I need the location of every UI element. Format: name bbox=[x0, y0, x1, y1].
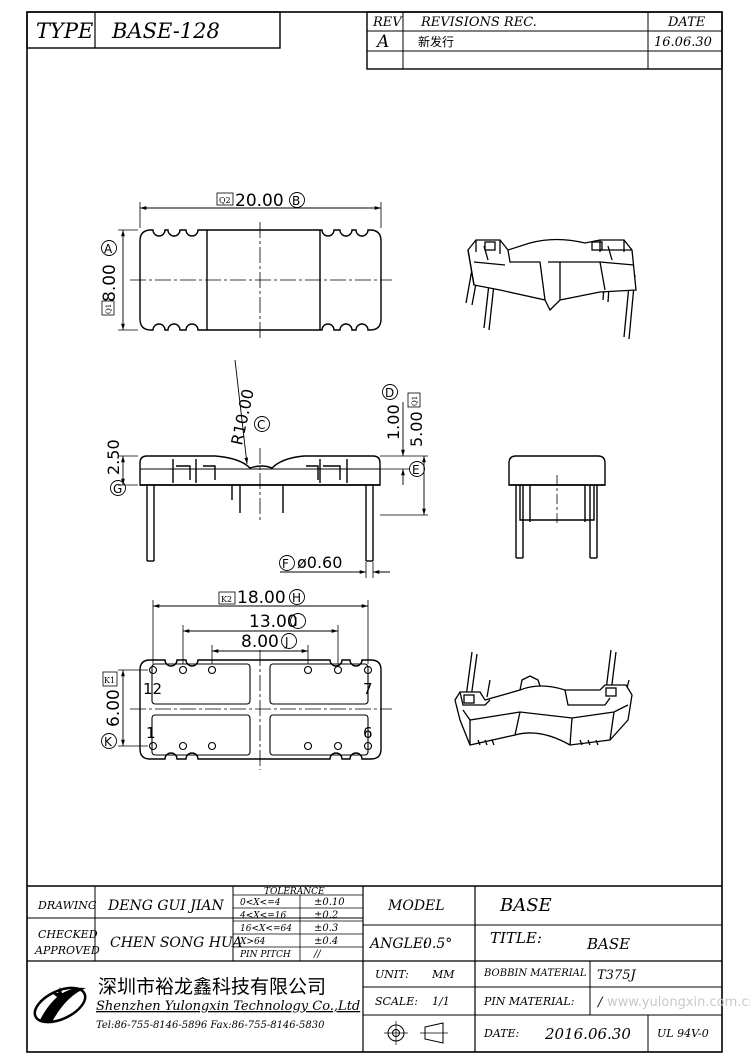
pin-material-value: / bbox=[596, 995, 604, 1010]
e-ref: E bbox=[412, 463, 420, 477]
depth-ref: D bbox=[385, 386, 394, 400]
pin-label-12: 12 bbox=[143, 680, 162, 698]
scale-value: 1/1 bbox=[432, 995, 450, 1008]
pin-label-6: 6 bbox=[363, 724, 373, 742]
height-ref: A bbox=[104, 242, 113, 256]
checked-label: CHECKED bbox=[38, 928, 98, 941]
width-dim: 20.00 bbox=[235, 191, 284, 211]
total-dim: 5.00 bbox=[407, 411, 426, 447]
row-dim: 6.00 bbox=[104, 689, 124, 727]
bobbin-material-label: BOBBIN MATERIAL bbox=[483, 968, 587, 979]
row-ref: K bbox=[104, 735, 113, 749]
company-logo bbox=[33, 986, 87, 1024]
type-box: TYPE BASE-128 bbox=[26, 11, 281, 49]
tolerance-label: TOLERANCE bbox=[264, 887, 325, 897]
bottom-view-labels: K2 18.00 H 13.00 I 8.00 J K1 6.00 K 12 7… bbox=[101, 588, 373, 749]
pin-label-7: 7 bbox=[363, 680, 373, 698]
title-value: BASE bbox=[586, 935, 630, 953]
tolerance-value: ±0.10 bbox=[314, 897, 345, 908]
tolerance-value: ±0.3 bbox=[314, 923, 338, 934]
tolerance-range: 16<X<=64 bbox=[240, 924, 292, 934]
span-ref: H bbox=[292, 591, 301, 605]
scale-label: SCALE: bbox=[375, 995, 418, 1008]
radius-dim: R10.00 bbox=[227, 387, 257, 447]
revision-table: REV REVISIONS REC. DATE A 新发行 16.06.30 bbox=[366, 11, 723, 70]
contact-info: Tel:86-755-8146-5896 Fax:86-755-8146-583… bbox=[96, 1020, 325, 1031]
pin-dim: ø0.60 bbox=[297, 553, 342, 572]
side-view-labels: R10.00 C D 1.00 5.00 Q1 E 2.50 G F ø0.60 bbox=[104, 384, 426, 572]
part-number: BASE-128 bbox=[111, 19, 220, 43]
iso-view-bottom bbox=[454, 649, 633, 746]
base-ref: G bbox=[113, 482, 122, 496]
width-tag: Q2 bbox=[219, 196, 231, 205]
inner-dim: 8.00 bbox=[241, 632, 279, 652]
company-name-en: Shenzhen Yulongxin Technology Co.,Ltd bbox=[96, 999, 360, 1014]
iso-view-top bbox=[465, 238, 637, 340]
tolerance-value: // bbox=[313, 949, 322, 960]
approved-name: CHEN SONG HUA bbox=[110, 935, 242, 951]
drawing-name: DENG GUI JIAN bbox=[107, 898, 225, 914]
angle-label: ANGLE: bbox=[368, 936, 428, 952]
pin-ref: F bbox=[282, 557, 289, 571]
row-tag: K1 bbox=[104, 676, 115, 685]
model-label: MODEL bbox=[387, 898, 445, 914]
rev-date-label: DATE bbox=[667, 15, 706, 30]
bobbin-material-value: T375J bbox=[597, 968, 636, 983]
top-view-labels: Q2 20.00 B A 8.00 Q1 bbox=[100, 191, 305, 316]
title-block bbox=[27, 885, 722, 1052]
tolerance-value: ±0.2 bbox=[314, 910, 338, 921]
bottom-view bbox=[118, 600, 392, 770]
inner-ref: J bbox=[284, 635, 289, 649]
top-view bbox=[118, 202, 392, 338]
drawing-label: DRAWING bbox=[37, 899, 97, 912]
pin-label-1: 1 bbox=[146, 724, 156, 742]
base-dim: 2.50 bbox=[104, 439, 123, 475]
side-view bbox=[118, 359, 428, 578]
depth-dim: 1.00 bbox=[384, 404, 403, 440]
end-view bbox=[508, 455, 606, 559]
tolerance-range: 4<X<=16 bbox=[239, 911, 286, 921]
rev-date: 16.06.30 bbox=[654, 35, 712, 50]
span-dim: 18.00 bbox=[237, 588, 286, 608]
height-tag: Q1 bbox=[105, 304, 113, 314]
title-block-text: DRAWING DENG GUI JIAN CHECKED APPROVED C… bbox=[33, 887, 750, 1043]
span-tag: K2 bbox=[221, 595, 232, 604]
mid-dim: 13.00 bbox=[249, 612, 298, 632]
company-name-cn: 深圳市裕龙鑫科技有限公司 bbox=[98, 976, 326, 998]
tolerance-range: 0<X<=4 bbox=[240, 898, 281, 908]
total-tag: Q1 bbox=[411, 396, 419, 406]
height-dim: 8.00 bbox=[100, 264, 120, 302]
model-value: BASE bbox=[499, 895, 552, 916]
mid-ref: I bbox=[294, 615, 298, 629]
radius-ref: C bbox=[257, 418, 265, 432]
rating: UL 94V-0 bbox=[657, 1027, 709, 1040]
tolerance-range: X>64 bbox=[239, 937, 266, 947]
unit-value: MM bbox=[431, 968, 455, 981]
tolerance-table: 0<X<=4 ±0.10 4<X<=16 ±0.2 16<X<=64 ±0.3X>64 ±0… bbox=[239, 897, 345, 960]
rev-label: REV bbox=[372, 15, 403, 30]
date-label: DATE: bbox=[483, 1027, 519, 1040]
tolerance-value: ±0.4 bbox=[314, 936, 338, 947]
approved-label: APPROVED bbox=[34, 944, 100, 957]
watermark: www.yulongxin.com.cn bbox=[607, 995, 750, 1010]
revision-note: 新发行 bbox=[418, 34, 454, 49]
title-label: TITLE: bbox=[490, 929, 542, 947]
sheet-border bbox=[26, 11, 723, 1053]
tolerance-range: PIN PITCH bbox=[239, 950, 291, 960]
width-ref: B bbox=[292, 194, 300, 208]
unit-label: UNIT: bbox=[375, 968, 409, 981]
angle-value: 0.5° bbox=[423, 936, 452, 952]
rev-value: A bbox=[375, 32, 389, 52]
revisions-label: REVISIONS REC. bbox=[420, 15, 537, 30]
type-label: TYPE bbox=[36, 19, 93, 43]
pin-material-label: PIN MATERIAL: bbox=[483, 995, 574, 1008]
date-value: 2016.06.30 bbox=[544, 1025, 631, 1043]
